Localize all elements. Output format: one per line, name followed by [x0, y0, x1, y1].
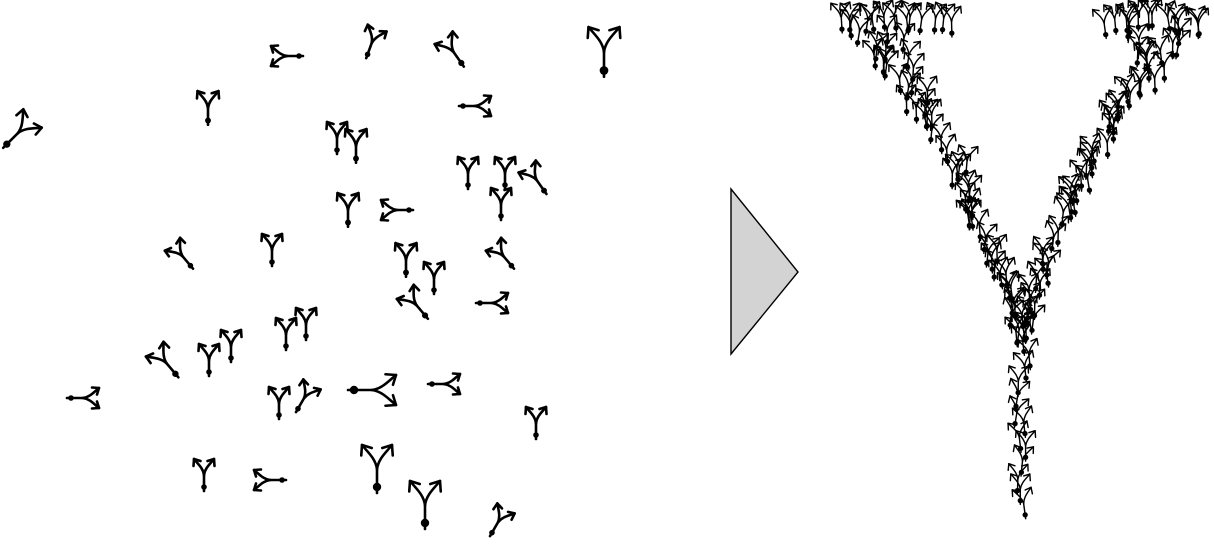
fractal-fork	[908, 2, 935, 37]
fractal-fork	[1011, 486, 1037, 521]
fork-glyph	[274, 316, 298, 352]
fork-glyph	[395, 283, 439, 328]
fork-glyph	[195, 89, 221, 127]
fork-glyph	[407, 479, 443, 531]
fork-glyph	[197, 342, 221, 378]
fork-glyph	[456, 155, 480, 191]
fork-glyph	[474, 291, 510, 315]
fork-glyph	[343, 127, 369, 165]
fork-glyph	[269, 44, 305, 68]
fork-glyph	[163, 236, 203, 277]
fractal-fork	[934, 133, 959, 167]
fork-glyph	[219, 328, 243, 364]
fork-glyph	[393, 241, 419, 279]
fork-glyph	[335, 191, 361, 229]
triangle-arrow-icon	[730, 187, 799, 356]
fork-glyph	[260, 232, 284, 268]
fork-glyph	[285, 377, 323, 419]
fork-glyph	[144, 340, 189, 387]
fork-glyph	[489, 186, 513, 222]
fork-glyph	[516, 158, 557, 202]
fractal-fork	[1129, 67, 1153, 101]
fork-glyph	[0, 107, 44, 159]
fractal-fork	[1147, 34, 1173, 69]
fork-glyph	[457, 94, 493, 118]
fork-glyph	[267, 385, 291, 421]
fork-glyph	[294, 306, 318, 342]
fractal-fork	[1116, 4, 1141, 38]
fractal-fork	[940, 5, 963, 38]
fork-glyph	[379, 198, 415, 222]
fractal-fork	[1184, 5, 1211, 40]
fork-glyph	[484, 236, 524, 277]
fork-glyph	[422, 260, 446, 296]
fractal-fork	[1047, 214, 1070, 248]
fork-glyph	[586, 25, 622, 79]
fork-glyph	[479, 501, 517, 543]
right-panel-fractal-tree	[829, 0, 1211, 521]
fork-glyph	[355, 23, 389, 64]
fractal-fork	[1016, 337, 1041, 372]
fork-glyph	[493, 155, 517, 191]
fork-glyph	[359, 443, 395, 495]
fork-glyph	[346, 372, 398, 408]
fork-glyph	[426, 372, 462, 396]
left-panel-scattered-glyphs	[0, 23, 622, 543]
fork-glyph	[65, 386, 101, 410]
fork-glyph	[432, 29, 475, 75]
fork-glyph	[192, 457, 216, 493]
fork-glyph	[325, 120, 349, 156]
fork-glyph	[524, 405, 548, 441]
fork-glyph	[252, 468, 288, 492]
